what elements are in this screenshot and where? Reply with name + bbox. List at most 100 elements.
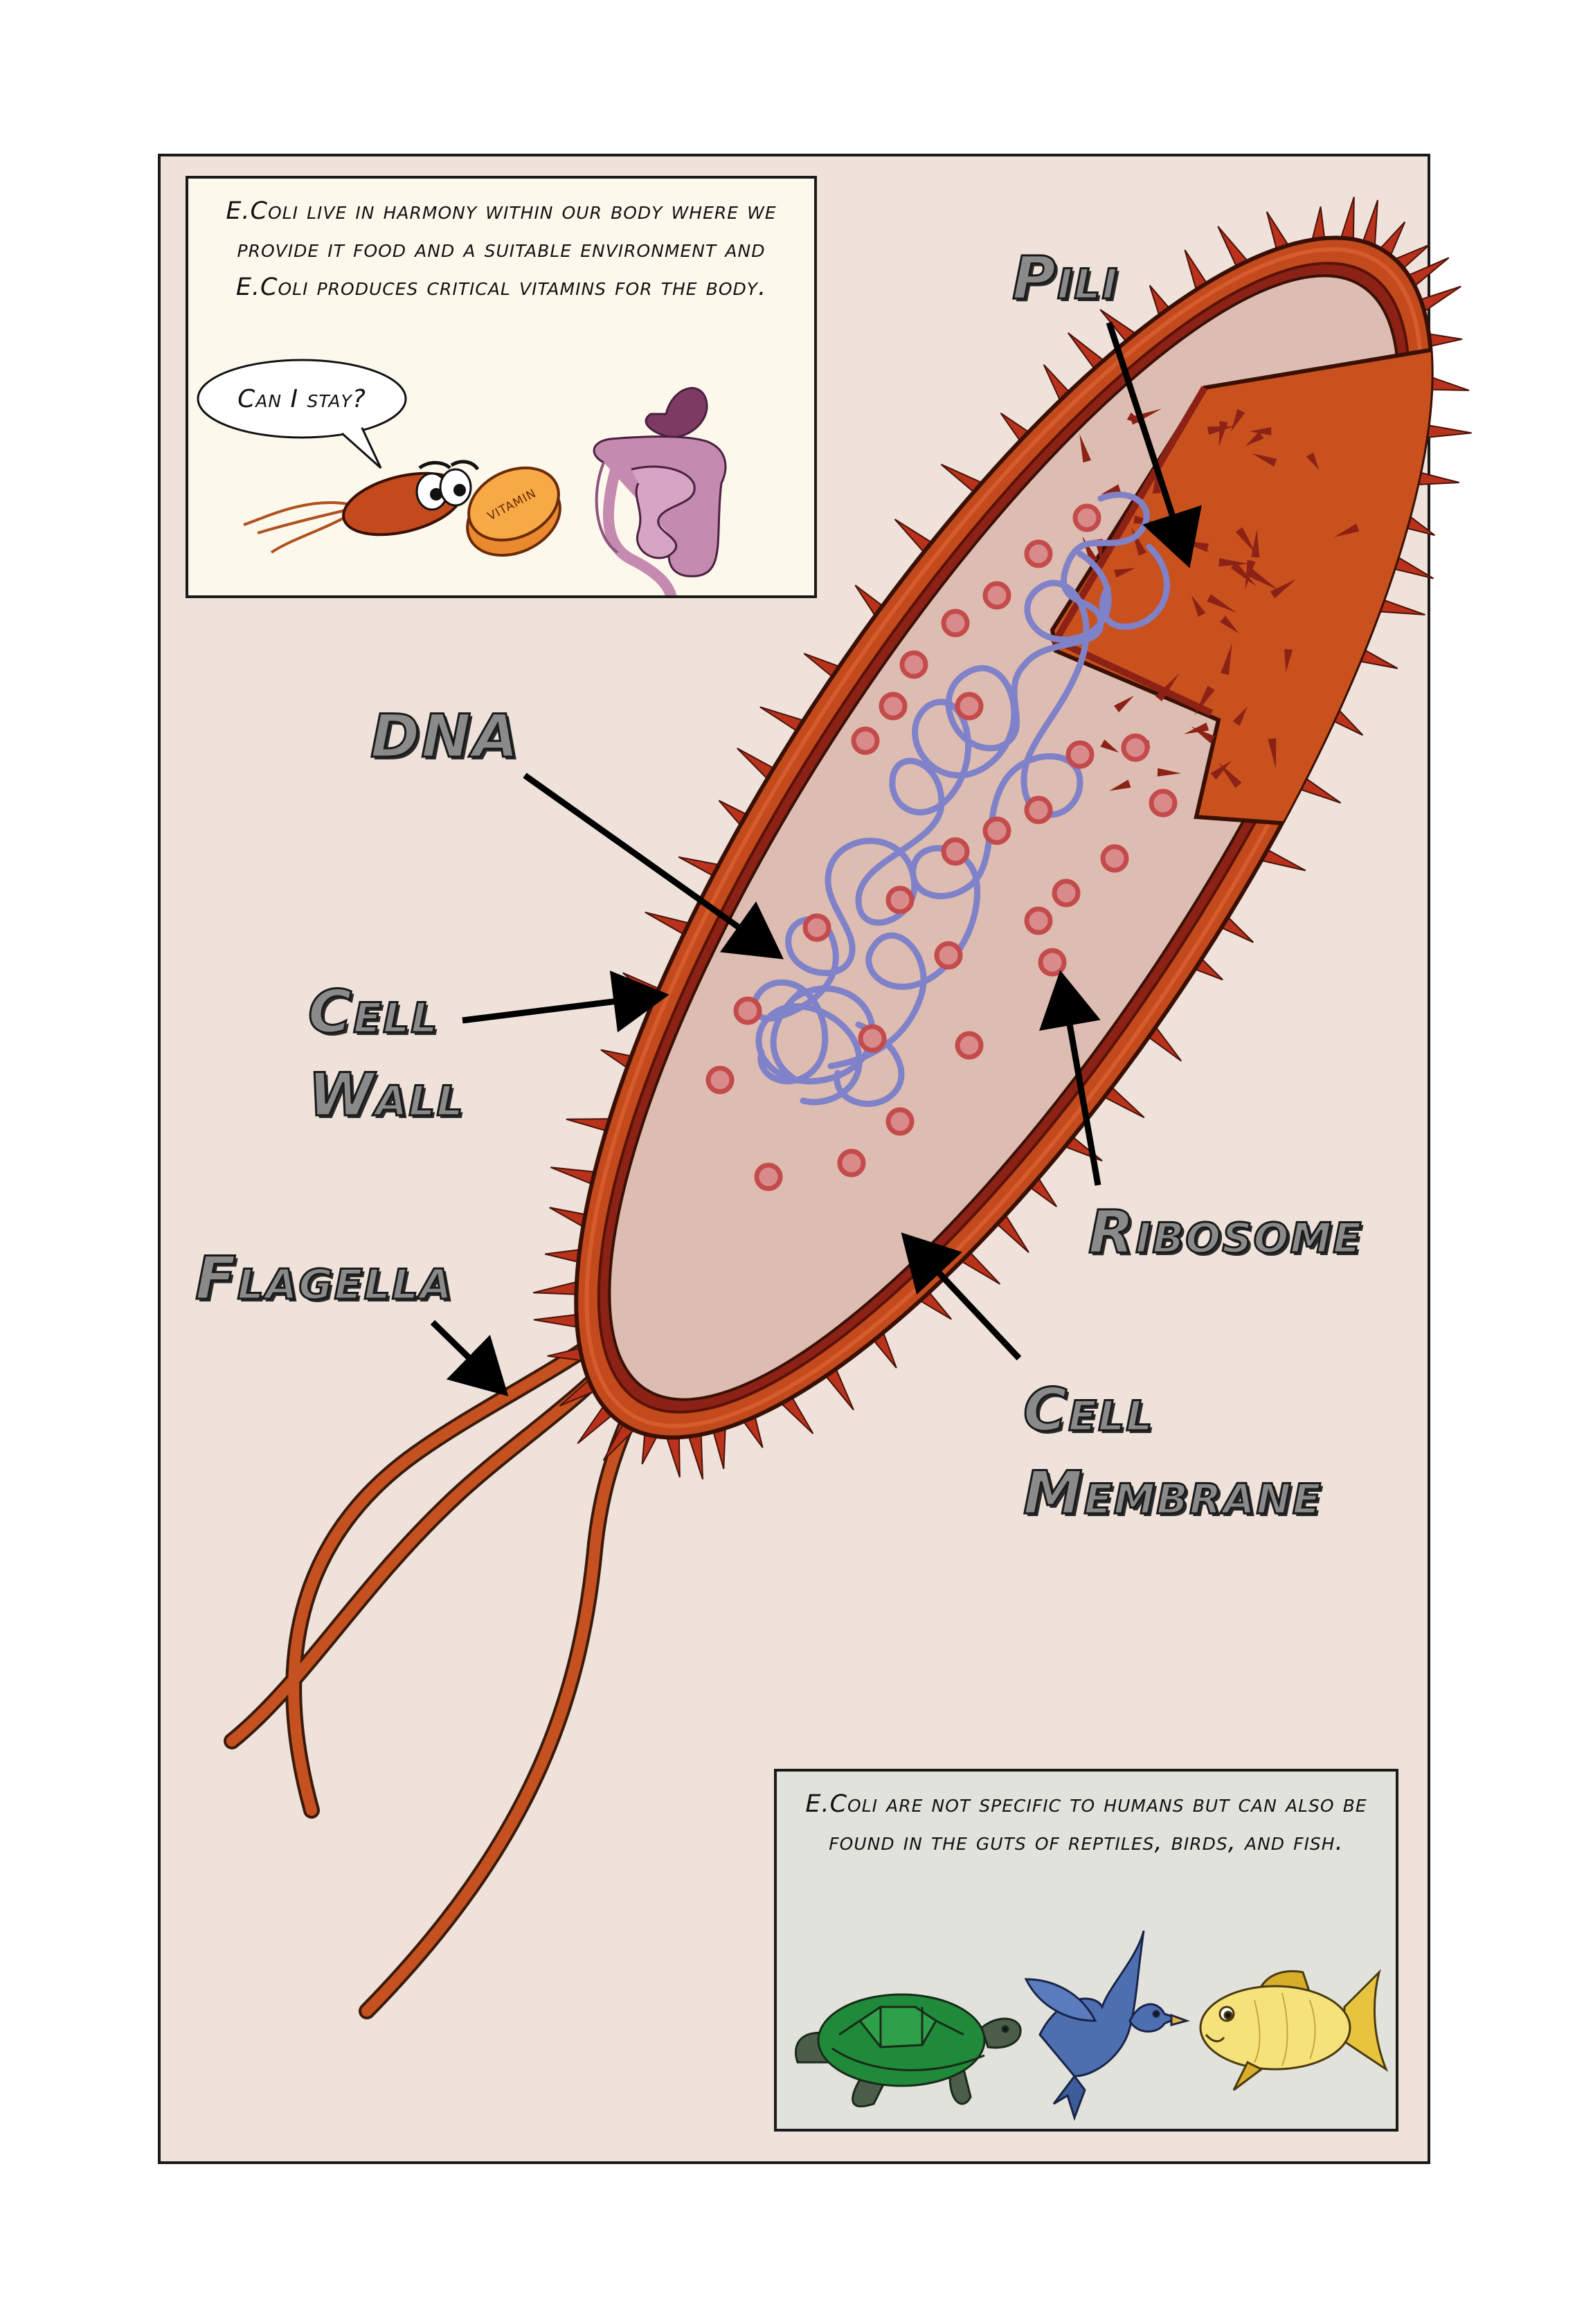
- ribosome: [705, 1065, 735, 1095]
- ribosome: [837, 1149, 866, 1178]
- pilus: [547, 1347, 584, 1362]
- ribosome: [885, 1107, 915, 1136]
- pilus: [1425, 424, 1472, 439]
- surface-thorn: [1230, 408, 1245, 432]
- ribosome: [1072, 503, 1101, 532]
- surface-thorn: [1270, 579, 1297, 599]
- ribosome: [1065, 740, 1095, 769]
- animals-illustration: [794, 1930, 1389, 2121]
- vitamin-pill-icon: VITAMIN: [466, 466, 561, 557]
- surface-thorn: [1235, 527, 1257, 555]
- pilus: [1217, 226, 1249, 268]
- surface-thorn: [1079, 433, 1092, 463]
- ribosome: [879, 692, 908, 721]
- surface-thorn: [1306, 452, 1320, 470]
- pilus: [1362, 199, 1378, 247]
- surface-thorn: [1268, 738, 1277, 769]
- pilus: [712, 1427, 726, 1470]
- speech-bubble: Can I stay?: [197, 359, 407, 469]
- ribosome: [955, 1031, 984, 1060]
- cell-wall-arrow: [462, 971, 669, 1033]
- top-info-box: E.Coli live in harmony within our body w…: [186, 176, 817, 598]
- ribosome: [754, 1162, 783, 1191]
- surface-thorn: [1218, 558, 1249, 567]
- bacterium-character-icon: [243, 460, 480, 554]
- label-pili: Pili: [1011, 243, 1119, 314]
- surface-thorn: [1109, 780, 1131, 791]
- surface-thorn: [1219, 615, 1239, 633]
- top-illustration: Can I stay? VITAMIN: [197, 359, 727, 595]
- surface-thorn: [1210, 760, 1232, 780]
- label-flagella: Flagella: [195, 1243, 453, 1315]
- pilus: [1311, 206, 1326, 241]
- label-ribosome: Ribosome: [1087, 1197, 1363, 1268]
- surface-thorn: [1245, 431, 1264, 447]
- pilus: [641, 1433, 658, 1465]
- pilus: [1393, 556, 1434, 579]
- ribosome: [802, 913, 831, 942]
- pilus: [665, 1436, 681, 1478]
- surface-thorn: [1100, 739, 1119, 753]
- surface-thorn: [1230, 561, 1257, 587]
- pilus: [533, 1313, 578, 1328]
- cell-membrane-arrow: [901, 1232, 1022, 1361]
- label-cell-wall-line2: Wall: [307, 1060, 465, 1131]
- pilus: [1416, 471, 1459, 486]
- surface-thorn: [1155, 673, 1180, 702]
- pilus: [687, 1434, 704, 1480]
- surface-thorn: [1114, 568, 1135, 578]
- ribosome: [1024, 539, 1053, 568]
- surface-thorn: [1334, 523, 1360, 537]
- dna-arrow: [523, 773, 784, 960]
- ribosome: [1024, 906, 1053, 935]
- surface-thorn: [1221, 642, 1232, 675]
- ribosome: [733, 996, 762, 1025]
- pilus: [1419, 285, 1461, 313]
- ribosome: [1149, 789, 1178, 818]
- turtle-icon: [794, 1993, 1022, 2108]
- surface-thorn: [1207, 426, 1234, 435]
- label-dna: DNA: [370, 701, 520, 773]
- pilus: [1266, 211, 1290, 251]
- surface-thorn: [1249, 426, 1272, 435]
- surface-thorn: [1284, 649, 1293, 673]
- pilus: [1428, 333, 1463, 348]
- top-caption: E.Coli live in harmony within our body w…: [226, 197, 777, 301]
- ribosome: [941, 837, 970, 866]
- surface-thorn: [1152, 473, 1161, 494]
- ribosome: [955, 692, 984, 721]
- ribosome: [1038, 948, 1067, 977]
- pilus: [1340, 197, 1355, 240]
- ribosome: [851, 726, 880, 755]
- ribosome: [1052, 879, 1081, 908]
- digestive-system-icon: [593, 387, 727, 595]
- label-cell-membrane-line2: Membrane: [1023, 1458, 1322, 1529]
- ribosome: [941, 609, 970, 638]
- ribosome-arrow: [1039, 970, 1101, 1186]
- pilus: [549, 1207, 586, 1228]
- pilus: [544, 1248, 581, 1263]
- surface-thorn: [1248, 568, 1279, 591]
- surface-thorn: [1232, 706, 1248, 726]
- surface-thorn: [1251, 529, 1260, 558]
- surface-thorn: [1113, 695, 1134, 712]
- pilus: [566, 1118, 611, 1132]
- surface-thorn: [1191, 595, 1206, 618]
- surface-thorn: [1207, 594, 1237, 613]
- ribosome: [1100, 844, 1129, 873]
- ribosome: [885, 885, 915, 915]
- surface-thorn: [1194, 685, 1215, 716]
- bird-icon: [1024, 1930, 1190, 2121]
- flagella-arrow: [430, 1319, 509, 1396]
- pointer-arrows: [430, 321, 1202, 1396]
- pilus: [532, 1281, 578, 1295]
- ribosome: [858, 1024, 887, 1053]
- bottom-caption: E.Coli are not specific to humans but ca…: [805, 1790, 1367, 1856]
- ribosome: [899, 650, 928, 679]
- surface-thorn: [1157, 768, 1181, 777]
- bottom-info-box: E.Coli are not specific to humans but ca…: [774, 1769, 1398, 2132]
- ribosome: [982, 816, 1011, 845]
- surface-thorn: [1218, 762, 1242, 789]
- ribosome: [934, 941, 963, 970]
